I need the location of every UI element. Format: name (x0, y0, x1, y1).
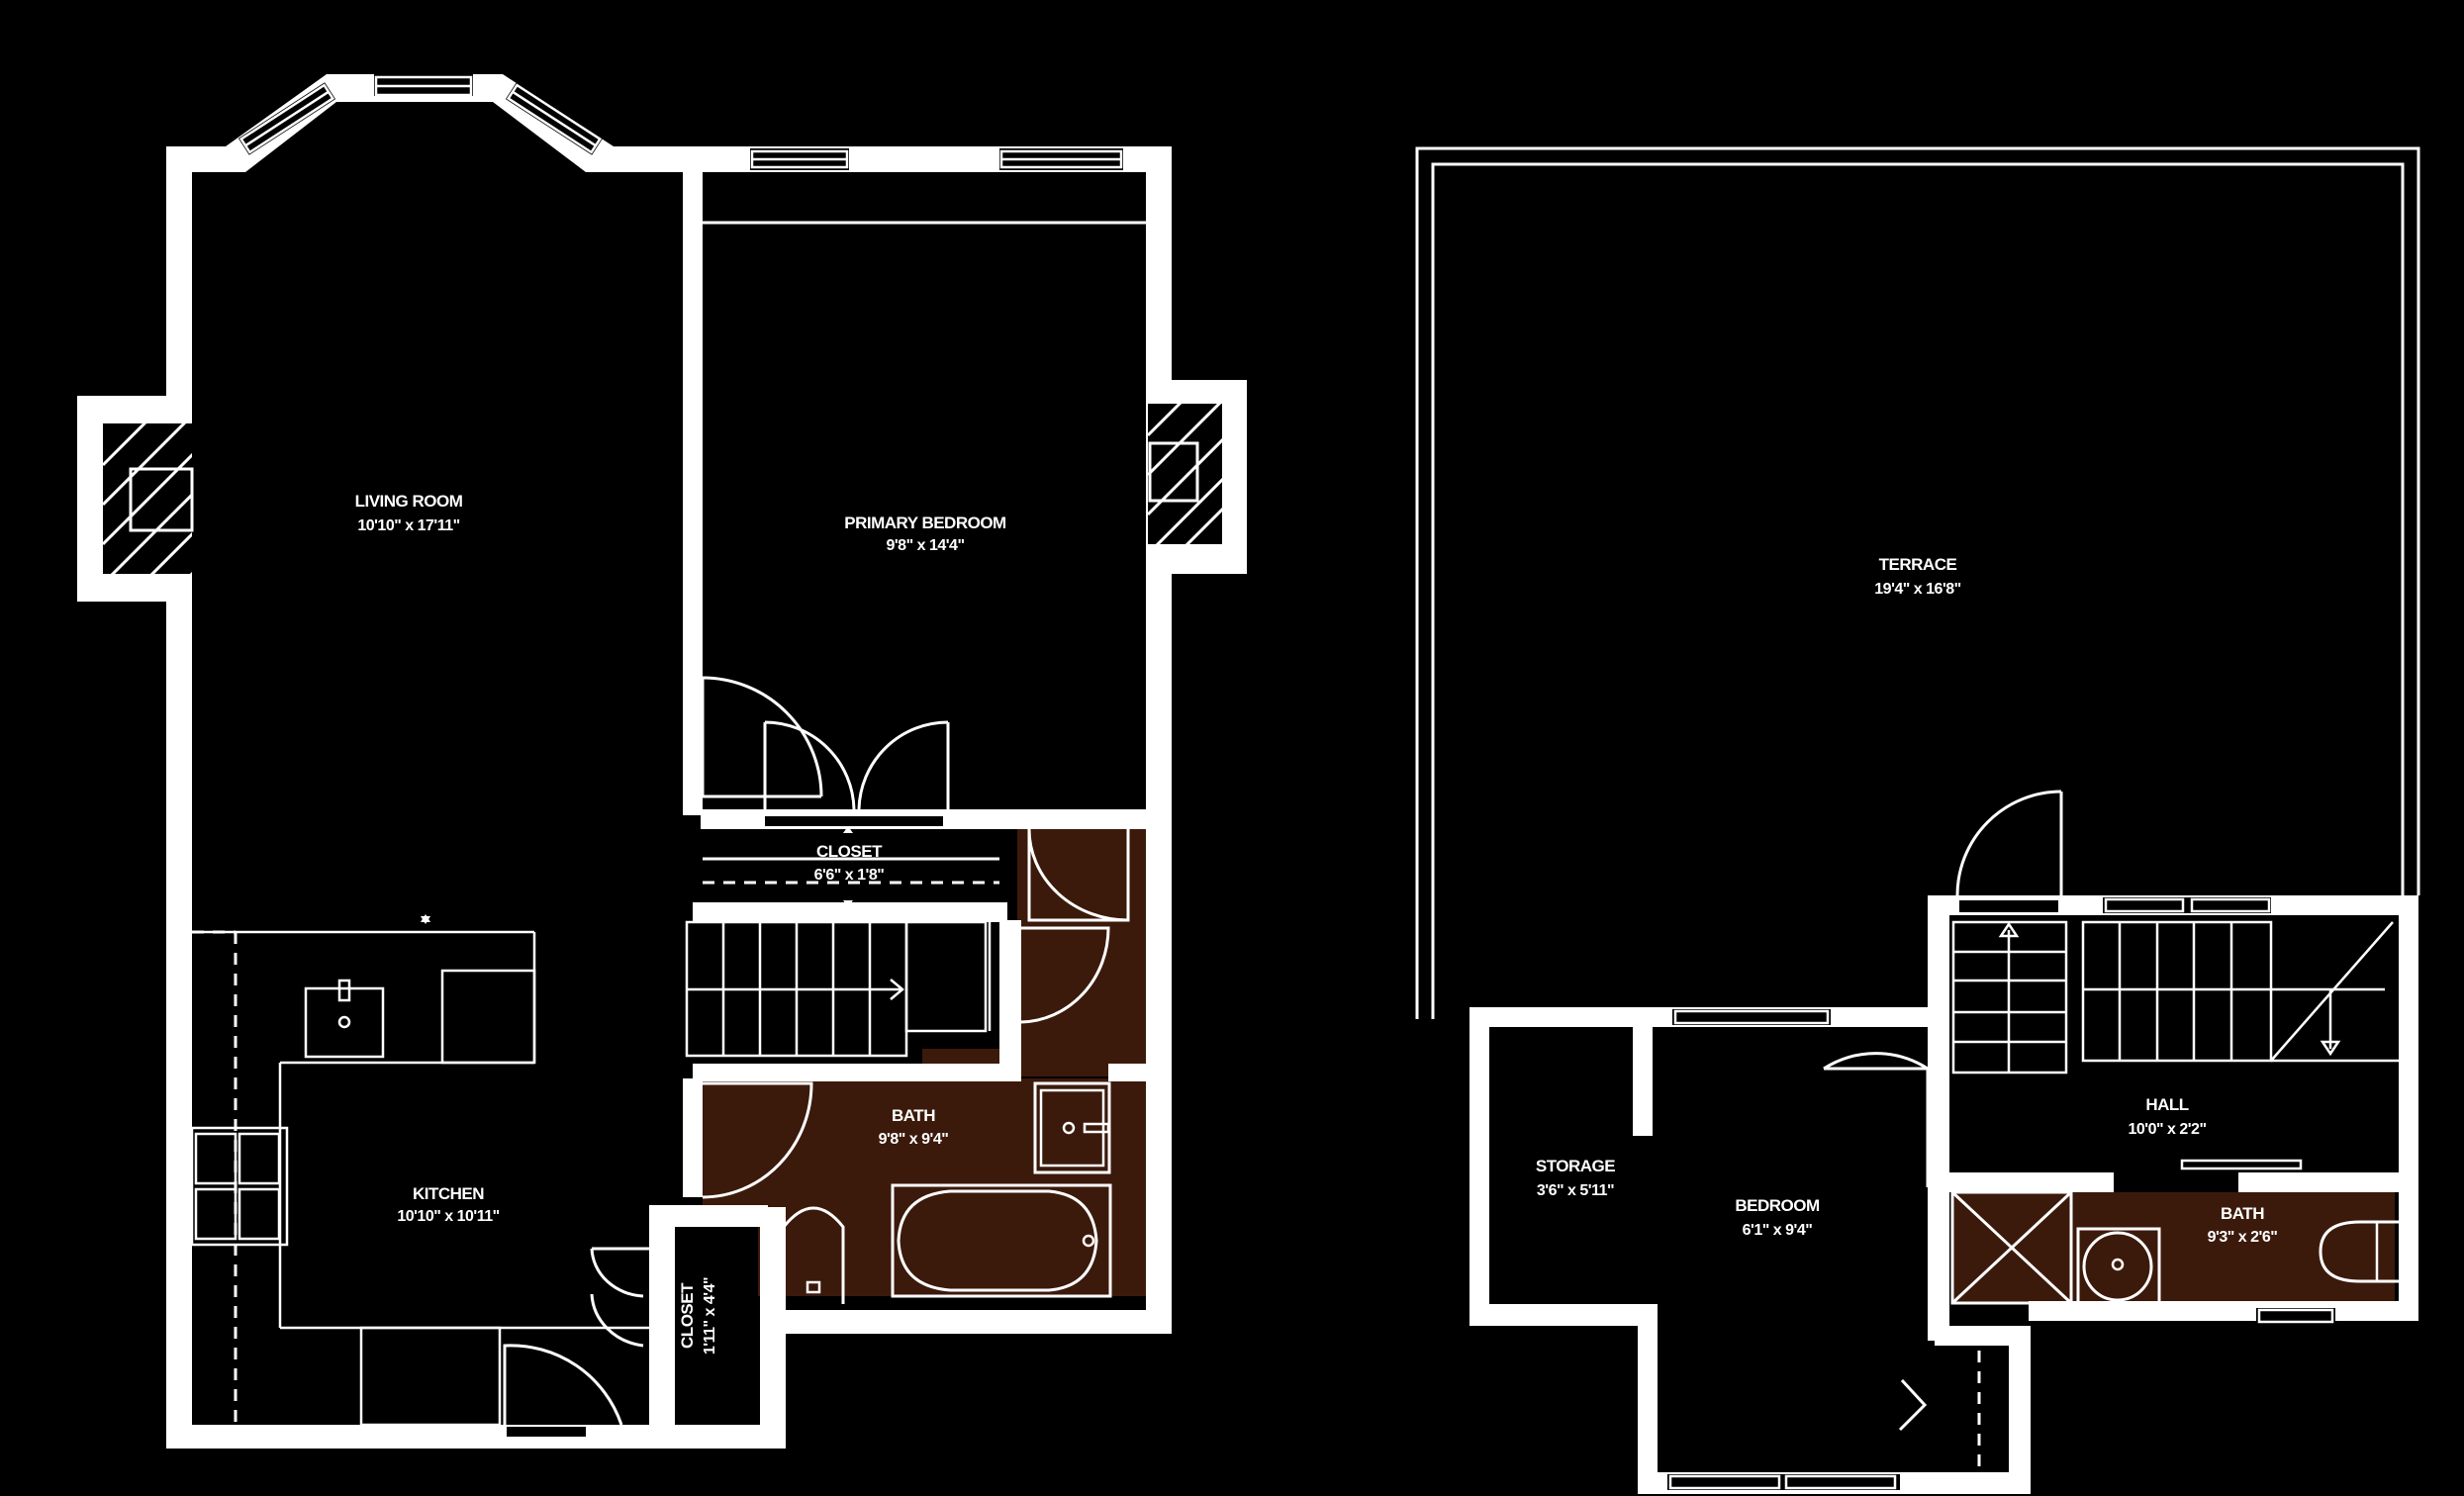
terrace-outline (1415, 146, 2420, 1019)
stove-icon (190, 1126, 289, 1247)
room-name-primary-bedroom: PRIMARY BEDROOM (844, 514, 1006, 532)
fireplace-icon (77, 396, 194, 602)
bay-windows (237, 74, 604, 155)
staircase (1951, 920, 2399, 1075)
fireplace-icon (1146, 380, 1247, 574)
room-dim-bedroom: 6'1" x 9'4" (1743, 1222, 1813, 1239)
bathtub-icon (891, 1183, 1112, 1298)
bedroom-door (1823, 1052, 1981, 1472)
room-name-hall: HALL (2145, 1095, 2188, 1114)
bath-floor (1951, 1192, 2395, 1303)
room-name-storage: STORAGE (1536, 1157, 1615, 1175)
room-name-closet-upper: CLOSET (816, 842, 883, 861)
lower-level-plan (77, 74, 1247, 1449)
bath-fixtures (1950, 1190, 2399, 1305)
room-dim-closet-upper: 6'6" x 1'8" (814, 867, 885, 884)
bedroom-doors (701, 676, 950, 826)
bedroom-windows (750, 148, 1123, 170)
kitchen-fixtures (190, 914, 651, 1437)
room-dim-terrace: 19'4" x 16'8" (1874, 581, 1960, 598)
room-dim-closet-kitchen: 1'11" x 4'4" (702, 1277, 718, 1355)
upper-level-plan (1415, 146, 2420, 1494)
closet-kitchen (675, 1227, 758, 1425)
vanity-sink-icon (1033, 1081, 1111, 1174)
room-dim-hall: 10'0" x 2'2" (2128, 1121, 2206, 1138)
bathtub-icon (2319, 1220, 2399, 1283)
interior-walls (649, 172, 1148, 1449)
room-name-kitchen: KITCHEN (413, 1184, 484, 1203)
sink-icon (304, 979, 385, 1059)
room-name-bath: BATH (892, 1106, 935, 1125)
bath-fixtures (702, 828, 1130, 1304)
staircase (685, 920, 992, 1058)
room-name-bedroom: BEDROOM (1735, 1196, 1820, 1215)
room-dim-bath: 9'8" x 9'4" (879, 1131, 949, 1148)
sink-icon (2076, 1227, 2161, 1305)
room-dim-storage: 3'6" x 5'11" (1537, 1182, 1614, 1199)
room-dim-living-room: 10'10" x 17'11" (357, 517, 459, 534)
terrace-door (1955, 790, 2063, 912)
room-name-bath-upper: BATH (2221, 1204, 2264, 1223)
room-name-living-room: LIVING ROOM (355, 492, 463, 511)
toilet-icon (782, 1206, 845, 1304)
room-name-closet-kitchen: CLOSET (678, 1282, 697, 1349)
upper-windows (1667, 897, 2335, 1490)
room-dim-bath-upper: 9'3" x 2'6" (2208, 1229, 2278, 1246)
shower-icon (1950, 1190, 2073, 1305)
closet-upper (703, 826, 999, 907)
room-dim-kitchen: 10'10" x 10'11" (397, 1208, 499, 1225)
room-dim-primary-bedroom: 9'8" x 14'4" (886, 537, 964, 554)
storage-partition (1643, 1027, 1653, 1136)
room-name-terrace: TERRACE (1879, 555, 1957, 574)
